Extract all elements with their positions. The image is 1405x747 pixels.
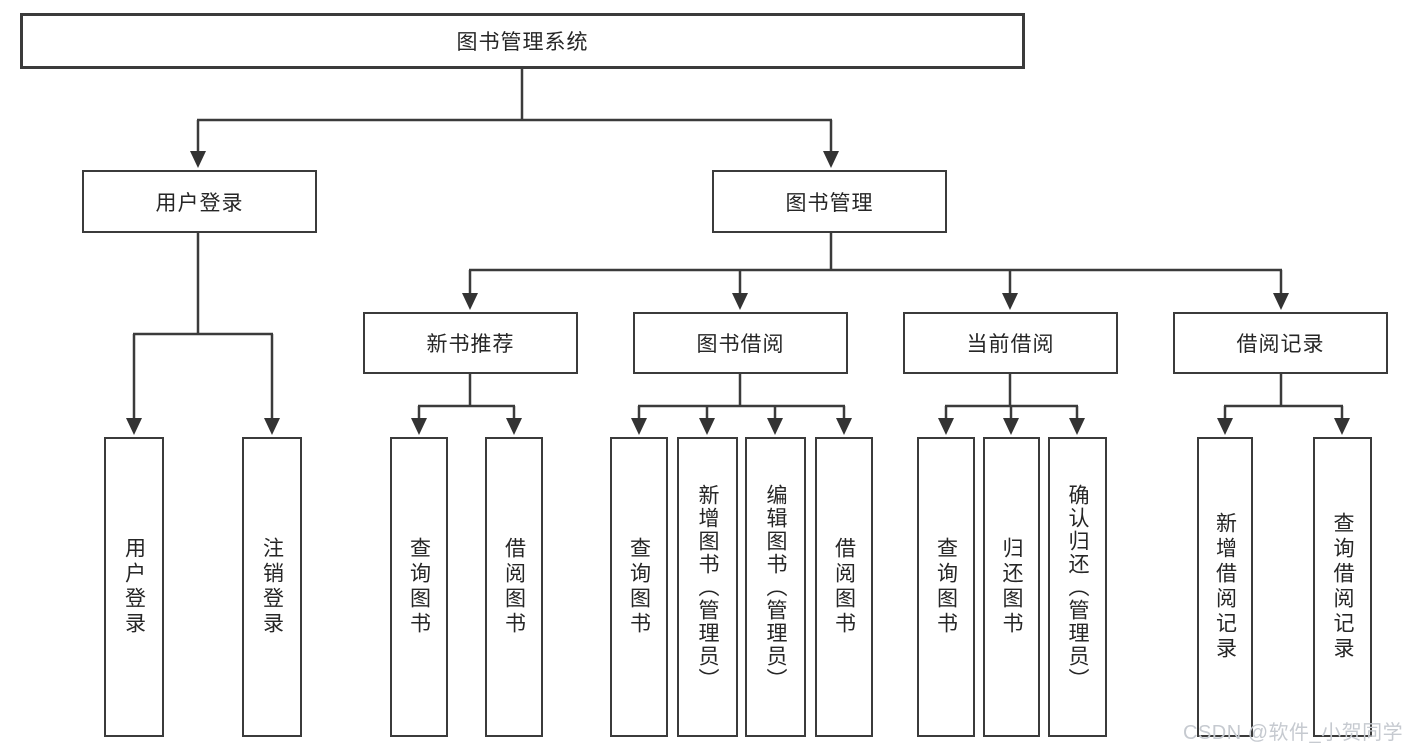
arrowheads-current [938,418,1085,435]
leaf-label: 查询图书 [407,537,431,637]
leaf-current-query-books: 查询图书 [917,437,975,737]
connector-current-children [944,374,1079,419]
connector-user-login-children [132,233,274,419]
leaf-newbooks-borrow-books: 借阅图书 [485,437,543,737]
leaf-borrow-edit-books-admin: 编辑图书（管理员） [745,437,806,737]
node-new-book-recommend: 新书推荐 [363,312,578,374]
leaf-records-add-record: 新增借阅记录 [1197,437,1253,737]
connector-borrow-children [637,374,846,419]
csdn-watermark: CSDN @软件_小贺同学 [1183,722,1404,744]
leaf-label: 新增图书（管理员） [696,483,719,691]
arrowheads-borrow [631,418,852,435]
leaf-newbooks-query-books: 查询图书 [390,437,448,737]
leaf-label: 借阅图书 [832,537,856,637]
leaf-label: 查询图书 [627,537,651,637]
node-book-management: 图书管理 [712,170,947,233]
connector-records-children [1223,374,1344,419]
leaf-records-query-record: 查询借阅记录 [1313,437,1372,737]
leaf-current-confirm-return-admin: 确认归还（管理员） [1048,437,1107,737]
leaf-user-login: 用户登录 [104,437,164,737]
arrowheads-new-books [411,418,522,435]
leaf-label: 确认归还（管理员） [1066,483,1089,691]
leaf-borrow-borrow-books: 借阅图书 [815,437,873,737]
leaf-borrow-add-books-admin: 新增图书（管理员） [677,437,738,737]
arrowheads-records [1217,418,1350,435]
leaf-label: 查询图书 [934,537,958,637]
node-current-borrow: 当前借阅 [903,312,1118,374]
arrowheads-user-login [126,418,280,435]
leaf-label: 查询借阅记录 [1331,512,1354,662]
node-user-login: 用户登录 [82,170,317,233]
node-library-system: 图书管理系统 [20,13,1025,69]
leaf-label: 用户登录 [122,537,146,637]
connector-new-books-children [417,374,516,419]
leaf-borrow-query-books: 查询图书 [610,437,668,737]
arrowheads-level2 [190,151,839,168]
leaf-current-return-books: 归还图书 [983,437,1040,737]
node-book-borrow: 图书借阅 [633,312,848,374]
connector-root-to-level2 [196,69,833,152]
leaf-logout: 注销登录 [242,437,302,737]
leaf-label: 新增借阅记录 [1213,512,1237,662]
leaf-label: 编辑图书（管理员） [764,483,787,691]
arrowheads-level3 [462,293,1289,310]
leaf-label: 归还图书 [1000,537,1023,637]
node-borrow-records: 借阅记录 [1173,312,1388,374]
connector-book-mgmt-children [468,233,1283,294]
leaf-label: 注销登录 [260,537,284,637]
leaf-label: 借阅图书 [502,537,526,637]
